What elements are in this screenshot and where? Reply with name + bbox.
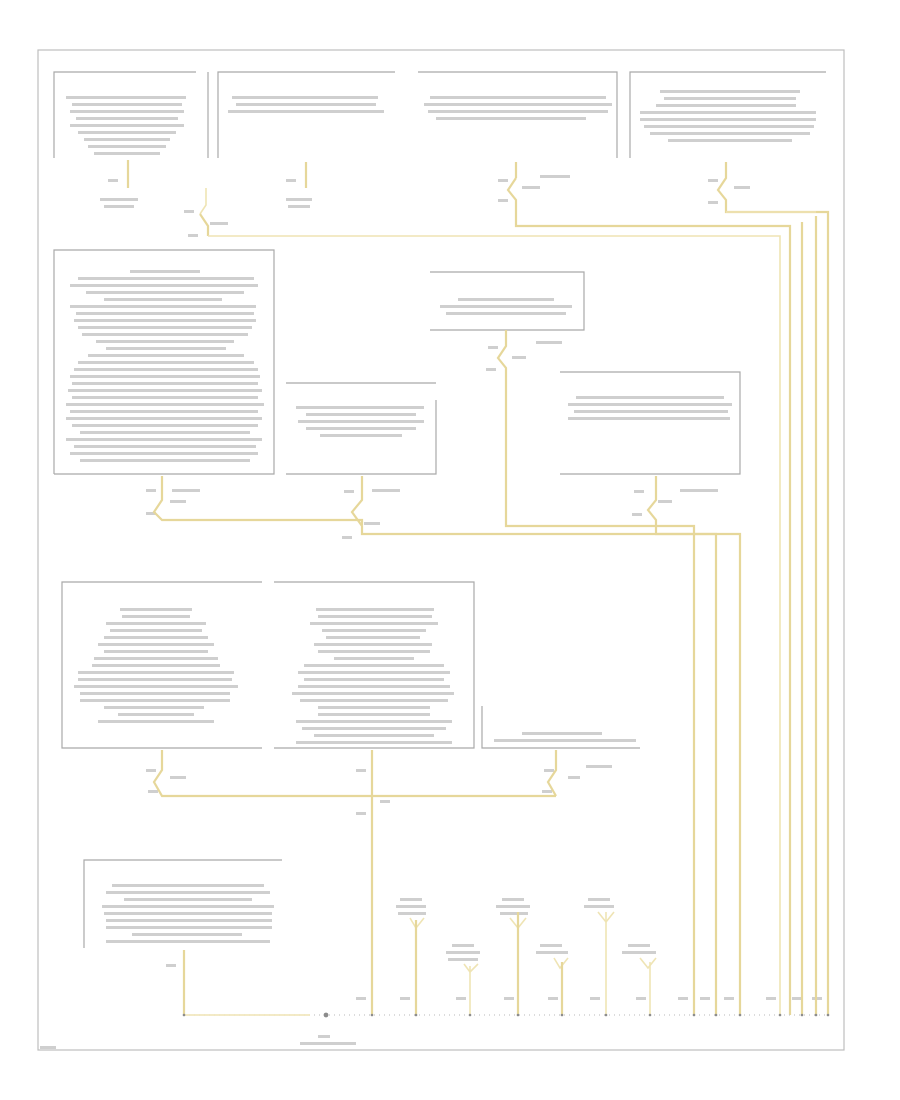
top-connectors <box>100 175 750 237</box>
bottom-connector-labels <box>356 997 822 1000</box>
module-box-4 <box>629 71 826 158</box>
module-box-8 <box>560 371 741 475</box>
diagram-frame <box>37 49 845 1051</box>
corner-mark <box>40 1046 56 1049</box>
lower-connectors <box>146 765 612 815</box>
mid-connectors <box>146 341 718 539</box>
ground-splices <box>300 898 657 1045</box>
module-box-6 <box>430 271 585 331</box>
module-box-12 <box>83 859 282 967</box>
module-box-1 <box>53 71 209 158</box>
module-box-3 <box>418 71 618 158</box>
module-box-7 <box>286 382 437 475</box>
ground-bus <box>182 1012 830 1018</box>
module-box-10 <box>274 581 475 749</box>
module-box-2 <box>217 71 395 158</box>
module-box-5 <box>53 249 275 475</box>
module-box-11 <box>481 706 640 749</box>
wires <box>126 160 830 1015</box>
ground-node <box>323 1012 329 1018</box>
module-box-9 <box>61 581 262 749</box>
